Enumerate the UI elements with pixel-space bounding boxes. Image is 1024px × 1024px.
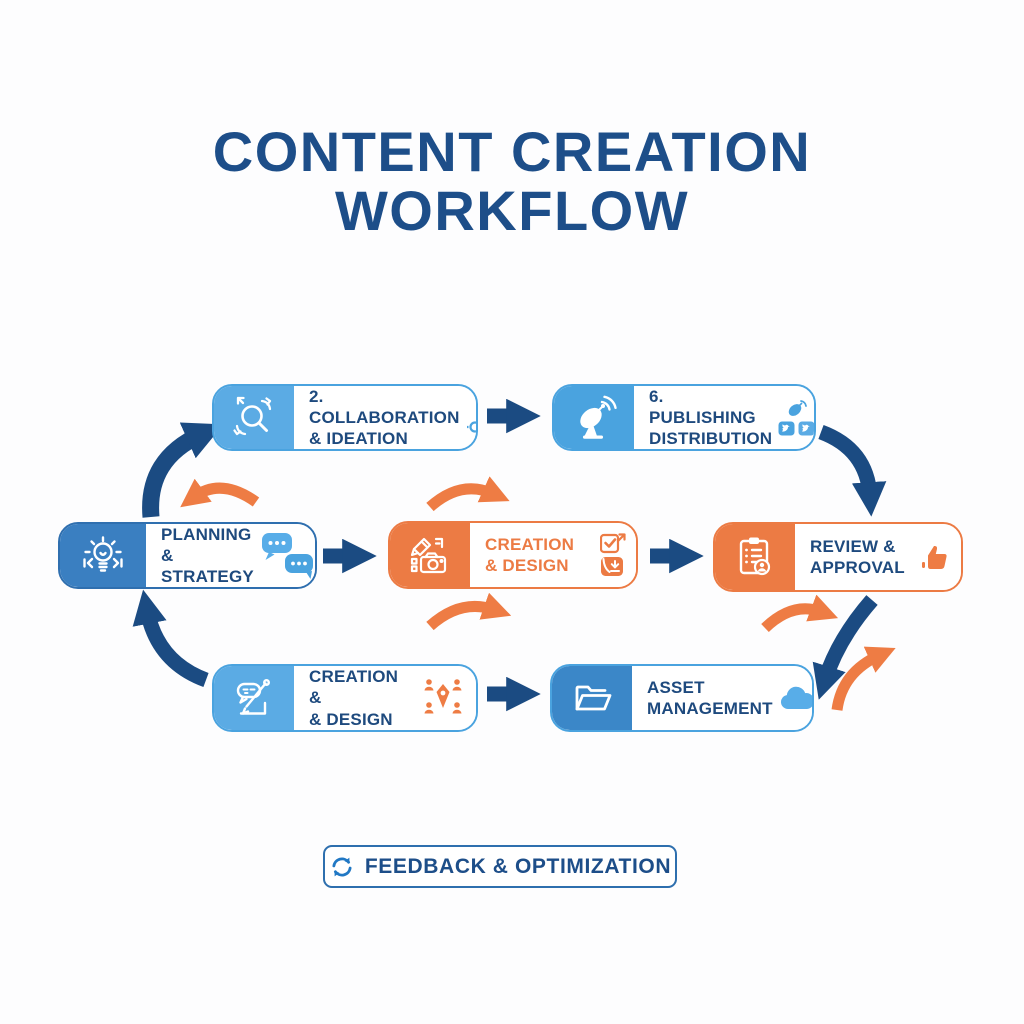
team-members-icon — [466, 402, 476, 434]
box-review-approval: REVIEW & APPROVAL — [713, 522, 963, 592]
pencil-camera-icon — [390, 523, 470, 587]
box-label: REVIEW & APPROVAL — [810, 536, 905, 577]
thumbs-up-icon — [919, 542, 951, 572]
box-label: 6. PUBLISHING DISTRIBUTION — [649, 386, 773, 449]
title-line-1: CONTENT CREATION — [212, 120, 812, 183]
social-bird-icon — [778, 421, 795, 436]
mini-satellite-icon — [788, 400, 807, 416]
download-icon — [601, 557, 623, 576]
cloud-icon — [779, 685, 812, 711]
social-bird-icon — [798, 421, 814, 436]
curved-arrow-publishing-to-review — [818, 424, 887, 517]
curved-arrow-creation-bottom-to-planning — [132, 589, 209, 688]
page-title: CONTENT CREATION WORKFLOW — [0, 122, 1024, 241]
box-planning-strategy: PLANNING & STRATEGY — [58, 522, 317, 589]
box-asset-management: ASSET MANAGEMENT — [550, 664, 814, 732]
curved-arrow-orange-below-review — [761, 594, 839, 633]
title-line-2: WORKFLOW — [334, 179, 690, 243]
box-label: ASSET MANAGEMENT — [647, 677, 773, 718]
box-label: 2. COLLABORATION & IDEATION — [309, 386, 460, 449]
folder-icon — [552, 666, 632, 730]
refresh-icon — [329, 854, 355, 880]
feedback-optimization-pill: FEEDBACK & OPTIMIZATION — [323, 845, 677, 888]
checklist-download-icons — [600, 533, 626, 577]
lightbulb-icon — [60, 524, 146, 587]
box-creation-design-center: CREATION & DESIGN — [388, 521, 638, 589]
curved-arrow-orange-above-creation — [426, 476, 510, 512]
box-collaboration-ideation: 2. COLLABORATION & IDEATION — [212, 384, 478, 451]
box-label: CREATION & DESIGN — [485, 534, 575, 575]
chat-bubbles-icon — [260, 531, 315, 581]
clipboard-checklist-icon — [715, 524, 795, 590]
curved-arrow-orange-below-creation — [426, 592, 512, 631]
magnifier-arrows-icon — [214, 386, 294, 449]
curved-arrow-orange-above-planning — [180, 478, 260, 508]
curved-arrow-review-to-asset — [812, 595, 878, 700]
checkbox-arrow-icon — [600, 533, 626, 554]
feedback-label: FEEDBACK & OPTIMIZATION — [364, 854, 672, 878]
box-label: CREATION & & DESIGN — [309, 667, 399, 729]
curved-arrow-planning-to-collaboration — [142, 422, 224, 518]
chat-pencil-icon — [214, 666, 294, 730]
people-pen-network-icon — [420, 677, 466, 719]
box-label: PLANNING & STRATEGY — [161, 524, 254, 587]
satellite-dish-icon — [554, 386, 634, 449]
satellite-social-icons — [778, 399, 814, 436]
curved-arrow-orange-asset-to-review — [831, 646, 896, 711]
box-publishing-distribution: 6. PUBLISHING DISTRIBUTION — [552, 384, 816, 451]
box-creation-design-bottom: CREATION & & DESIGN — [212, 664, 478, 732]
